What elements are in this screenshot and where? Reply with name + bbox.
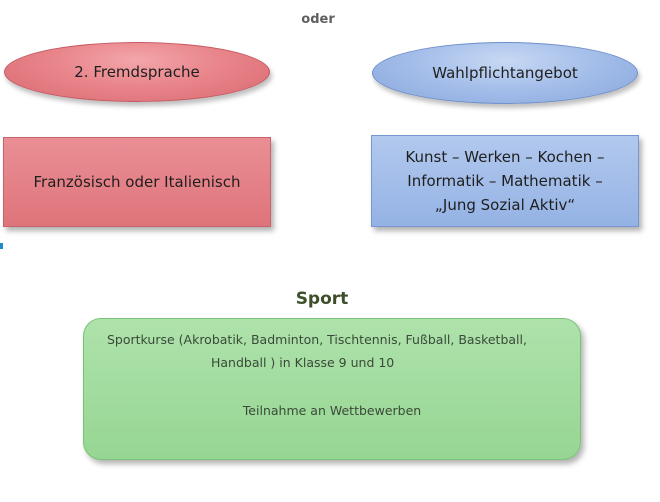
wahlpflicht-line-3: „Jung Sozial Aktiv“ [434, 196, 576, 214]
sport-line-2: Handball ) in Klasse 9 und 10 [211, 355, 395, 370]
oder-label: oder [301, 12, 335, 27]
decorative-dot [0, 243, 3, 249]
fremdsprache-heading-text: 2. Fremdsprache [74, 63, 200, 81]
fremdsprache-content-box: Französisch oder Italienisch [3, 137, 271, 227]
sport-line-1: Sportkurse (Akrobatik, Badminton, Tischt… [107, 332, 527, 347]
wahlpflicht-content-box: Kunst – Werken – Kochen – Informatik – M… [371, 135, 639, 227]
wahlpflicht-line-1: Kunst – Werken – Kochen – [405, 148, 605, 166]
wahlpflicht-heading-text: Wahlpflichtangebot [432, 64, 578, 82]
wahlpflicht-heading: Wahlpflichtangebot [372, 42, 638, 104]
sport-title: Sport [295, 289, 349, 309]
wahlpflicht-line-2: Informatik – Mathematik – [407, 172, 603, 190]
fremdsprache-content-text: Französisch oder Italienisch [33, 173, 241, 191]
fremdsprache-heading: 2. Fremdsprache [4, 42, 270, 102]
sport-line-3: Teilnahme an Wettbewerben [242, 403, 422, 418]
sport-content-box: Sportkurse (Akrobatik, Badminton, Tischt… [83, 318, 581, 460]
